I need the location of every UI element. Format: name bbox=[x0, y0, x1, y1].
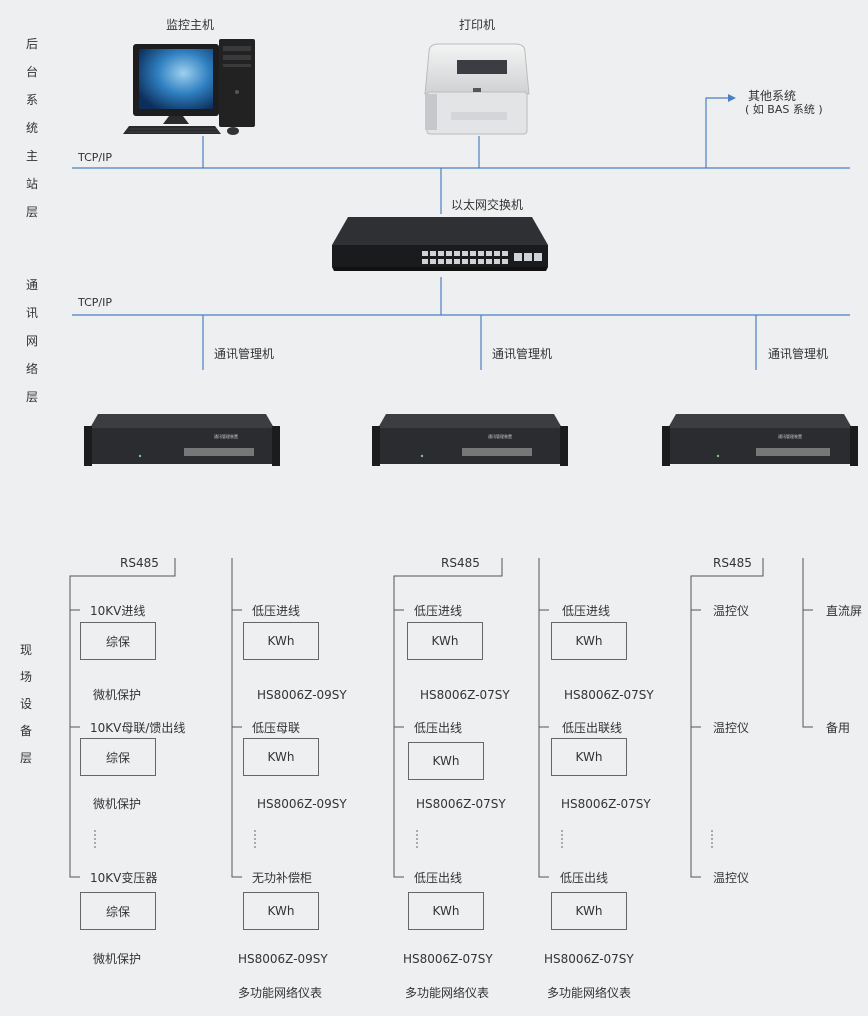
printer-label: 打印机 bbox=[458, 18, 496, 32]
other-system-label: 其他系统 bbox=[748, 89, 797, 103]
meter-model: HS8006Z-09SY bbox=[257, 688, 347, 702]
tree-lines bbox=[69, 558, 813, 878]
meter-footer: 多功能网络仪表 bbox=[547, 986, 632, 1000]
meter-box: KWh bbox=[407, 622, 483, 660]
switch-label: 以太网交换机 bbox=[451, 198, 524, 212]
rs485-label: RS485 bbox=[120, 556, 159, 570]
meter-model: HS8006Z-09SY bbox=[238, 952, 328, 966]
layer-network-label: 通讯网络层 bbox=[25, 278, 38, 404]
arrow-head-icon bbox=[728, 94, 736, 102]
meter-model: HS8006Z-07SY bbox=[403, 952, 493, 966]
device-caption: 通讯管理装置 bbox=[778, 433, 802, 439]
meter-model: HS8006Z-07SY bbox=[561, 797, 651, 811]
meter-box: KWh bbox=[551, 892, 627, 930]
rs485-label: RS485 bbox=[713, 556, 752, 570]
temp-controller-label: 温控仪 bbox=[713, 721, 750, 735]
meter-box: KWh bbox=[243, 622, 319, 660]
feeder-label: 10KV母联/馈出线 bbox=[90, 721, 186, 735]
layer-field-label: 现场设备层 bbox=[19, 643, 32, 765]
meter-model: HS8006Z-07SY bbox=[420, 688, 510, 702]
meter-box: KWh bbox=[243, 892, 319, 930]
comm-manager-label: 通讯管理机 bbox=[214, 347, 275, 361]
ethernet-switch-icon bbox=[332, 217, 548, 271]
feeder-label: 低压进线 bbox=[414, 604, 463, 618]
printer-icon bbox=[424, 43, 530, 135]
feeder-label: 10KV进线 bbox=[90, 604, 146, 618]
feeder-label: 低压出联线 bbox=[562, 721, 623, 735]
host-label: 监控主机 bbox=[165, 18, 215, 32]
protection-caption: 微机保护 bbox=[93, 688, 142, 702]
comm-manager-device-icon: 通讯管理装置 bbox=[662, 414, 858, 466]
meter-box: KWh bbox=[551, 622, 627, 660]
device-caption: 通讯管理装置 bbox=[488, 433, 512, 439]
tcpip-top-label: TCP/IP bbox=[78, 151, 112, 164]
feeder-label: 低压出线 bbox=[414, 721, 463, 735]
meter-model: HS8006Z-07SY bbox=[544, 952, 634, 966]
comm-manager-device-icon: 通讯管理装置 bbox=[84, 414, 280, 466]
network-lines bbox=[72, 97, 850, 370]
feeder-label: 低压出线 bbox=[414, 871, 463, 885]
meter-box: KWh bbox=[551, 738, 627, 776]
meter-model: HS8006Z-07SY bbox=[564, 688, 654, 702]
feeder-label: 无功补偿柜 bbox=[252, 871, 313, 885]
device-caption: 通讯管理装置 bbox=[214, 433, 238, 439]
protection-caption: 微机保护 bbox=[93, 952, 142, 966]
comm-manager-label: 通讯管理机 bbox=[768, 347, 829, 361]
protection-box: 综保 bbox=[80, 738, 156, 776]
meter-footer: 多功能网络仪表 bbox=[238, 986, 323, 1000]
rs485-label: RS485 bbox=[441, 556, 480, 570]
meter-model: HS8006Z-09SY bbox=[257, 797, 347, 811]
ellipsis-lines bbox=[94, 830, 713, 850]
feeder-label: 低压进线 bbox=[562, 604, 611, 618]
comm-manager-device-icon: 通讯管理装置 bbox=[372, 414, 568, 466]
computer-icon bbox=[123, 39, 255, 135]
layer-master-label: 后台系统主站层 bbox=[25, 37, 38, 219]
meter-footer: 多功能网络仪表 bbox=[405, 986, 490, 1000]
meter-box: KWh bbox=[408, 892, 484, 930]
meter-box: KWh bbox=[408, 742, 484, 780]
temp-controller-label: 温控仪 bbox=[713, 604, 750, 618]
other-system-note: ( 如 BAS 系统 ) bbox=[745, 103, 823, 116]
temp-controller-label: 温控仪 bbox=[713, 871, 750, 885]
spare-label: 备用 bbox=[826, 721, 851, 735]
protection-box: 综保 bbox=[80, 622, 156, 660]
feeder-label: 10KV变压器 bbox=[90, 871, 158, 885]
meter-model: HS8006Z-07SY bbox=[416, 797, 506, 811]
protection-box: 综保 bbox=[80, 892, 156, 930]
feeder-label: 低压进线 bbox=[252, 604, 301, 618]
tcpip-mid-label: TCP/IP bbox=[78, 296, 112, 309]
comm-manager-label: 通讯管理机 bbox=[492, 347, 553, 361]
meter-box: KWh bbox=[243, 738, 319, 776]
feeder-label: 低压出线 bbox=[560, 871, 609, 885]
dc-panel-label: 直流屏 bbox=[826, 604, 863, 618]
protection-caption: 微机保护 bbox=[93, 797, 142, 811]
feeder-label: 低压母联 bbox=[252, 721, 301, 735]
